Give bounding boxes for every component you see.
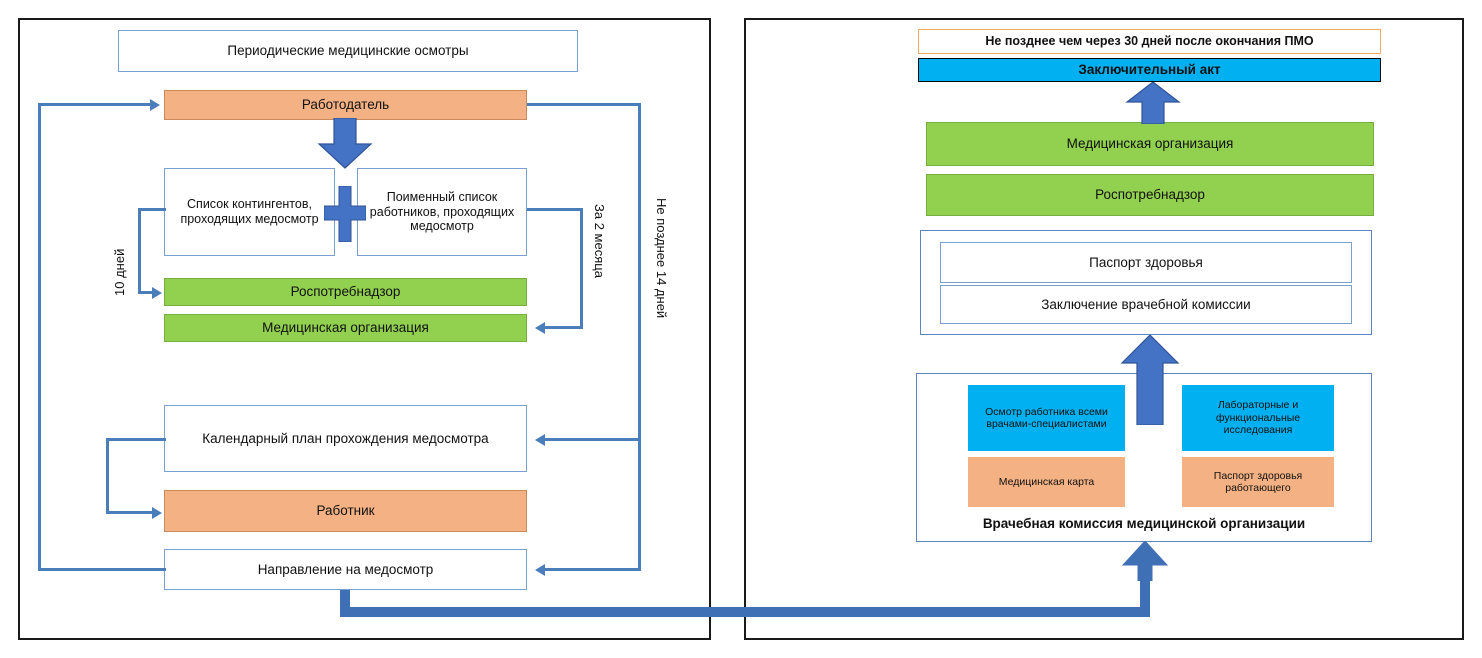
arrowhead-into-worker [152,507,162,519]
connector-referral-to-left-rail [38,568,166,571]
node-lab-and-functional: Лабораторные и функциональные исследован… [1182,385,1334,451]
node-calendar-plan: Календарный план прохождения медосмотра [164,405,527,472]
label-not-later-14-days: Не позднее 14 дней [654,198,669,319]
node-text: Медицинская организация [1066,136,1234,152]
node-text: Паспорт здоровья [1089,254,1203,270]
connector-worker-rail-to-worker [106,511,152,514]
node-commission-conclusion: Заключение врачебной комиссии [940,285,1352,324]
arrowhead-into-referral [535,564,545,576]
bottom-loop-vertical-right [1140,570,1150,610]
connector-10days-vertical [138,208,141,292]
label-2-months: За 2 месяца [592,204,607,278]
node-worker-health-passport: Паспорт здоровья работающего [1182,457,1334,507]
node-text: Роспотребнадзор [290,284,401,300]
connector-left-rail-to-employer [38,103,150,106]
connector-worker-rail-vertical [106,438,109,514]
arrowhead-into-employer [150,99,160,111]
bottom-loop-vertical-left [340,590,350,617]
node-text: Периодические медицинские осмотры [227,43,469,59]
node-final-act: Заключительный акт [918,58,1381,82]
node-text: Врачебная комиссия медицинской организац… [982,516,1306,532]
arrowhead-into-rospotrebnadzor-left [152,287,162,299]
node-text: Осмотр работника всеми врачами-специалис… [985,405,1108,430]
node-list-named-workers: Поименный список работников, проходящих … [357,168,527,256]
connector-left-rail-vertical [38,103,41,571]
node-employer: Работодатель [164,90,527,120]
node-text: Список контингентов, проходящих медосмот… [180,197,319,226]
arrowhead-into-medorg-left [535,322,545,334]
arrowhead-into-calendar-plan [535,434,545,446]
node-text: Роспотребнадзор [1095,187,1205,203]
node-text: Календарный план прохождения медосмотра [202,430,489,446]
node-medical-organization-left: Медицинская организация [164,314,527,342]
node-rospotrebnadzor-left: Роспотребнадзор [164,278,527,306]
node-text: Медицинская карта [998,475,1095,488]
right-panel-frame [744,18,1464,640]
connector-right-rail-to-calendar-plan [545,438,641,441]
node-medical-organization-right: Медицинская организация [926,122,1374,166]
node-text: Заключение врачебной комиссии [1041,296,1251,312]
node-worker: Работник [164,490,527,532]
node-medical-card: Медицинская карта [968,457,1125,507]
connector-calendar-plan-to-worker-rail [106,438,166,441]
plus-icon [324,186,366,242]
medical-commission-title: Врачебная комиссия медицинской организац… [916,512,1372,536]
label-10-days: 10 дней [112,248,127,296]
node-text: Заключительный акт [1078,62,1221,78]
node-health-passport: Паспорт здоровья [940,242,1352,283]
node-referral: Направление на медосмотр [164,549,527,590]
node-text: Работник [316,503,375,519]
bottom-loop-horizontal [340,607,1150,617]
connector-10days-to-rospotrebnadzor [138,291,152,294]
node-text: Лабораторные и функциональные исследован… [1215,399,1301,437]
connector-employer-to-right-rail [527,103,641,106]
node-text: Медицинская организация [262,320,429,336]
connector-2months-to-medorg [545,326,583,329]
up-block-arrow-to-commission [1122,541,1168,581]
node-text: Не позднее чем через 30 дней после оконч… [985,34,1314,49]
up-block-arrow-to-final-act [1125,82,1181,124]
node-rospotrebnadzor-right: Роспотребнадзор [926,174,1374,216]
node-list-contingents: Список контингентов, проходящих медосмот… [164,168,335,256]
left-panel-frame [18,18,711,640]
node-exam-by-specialists: Осмотр работника всеми врачами-специалис… [968,385,1125,451]
node-text: Работодатель [301,97,390,113]
connector-right-rail-vertical [638,103,641,569]
down-block-arrow-employer [317,118,373,169]
node-text: Паспорт здоровья работающего [1213,469,1303,494]
connector-named-list-to-2months [527,208,583,211]
connector-2months-vertical [580,208,583,328]
connector-right-rail-to-referral [545,568,641,571]
node-periodic-medical-exams: Работодатель Периодические медицинские о… [118,30,578,72]
up-block-arrow-to-documents [1120,335,1180,425]
node-text: Поименный список работников, проходящих … [369,189,515,234]
node-text: Направление на медосмотр [257,561,434,577]
connector-contingents-to-10days [138,208,166,211]
node-not-later-30-days: Не позднее чем через 30 дней после оконч… [918,29,1381,54]
